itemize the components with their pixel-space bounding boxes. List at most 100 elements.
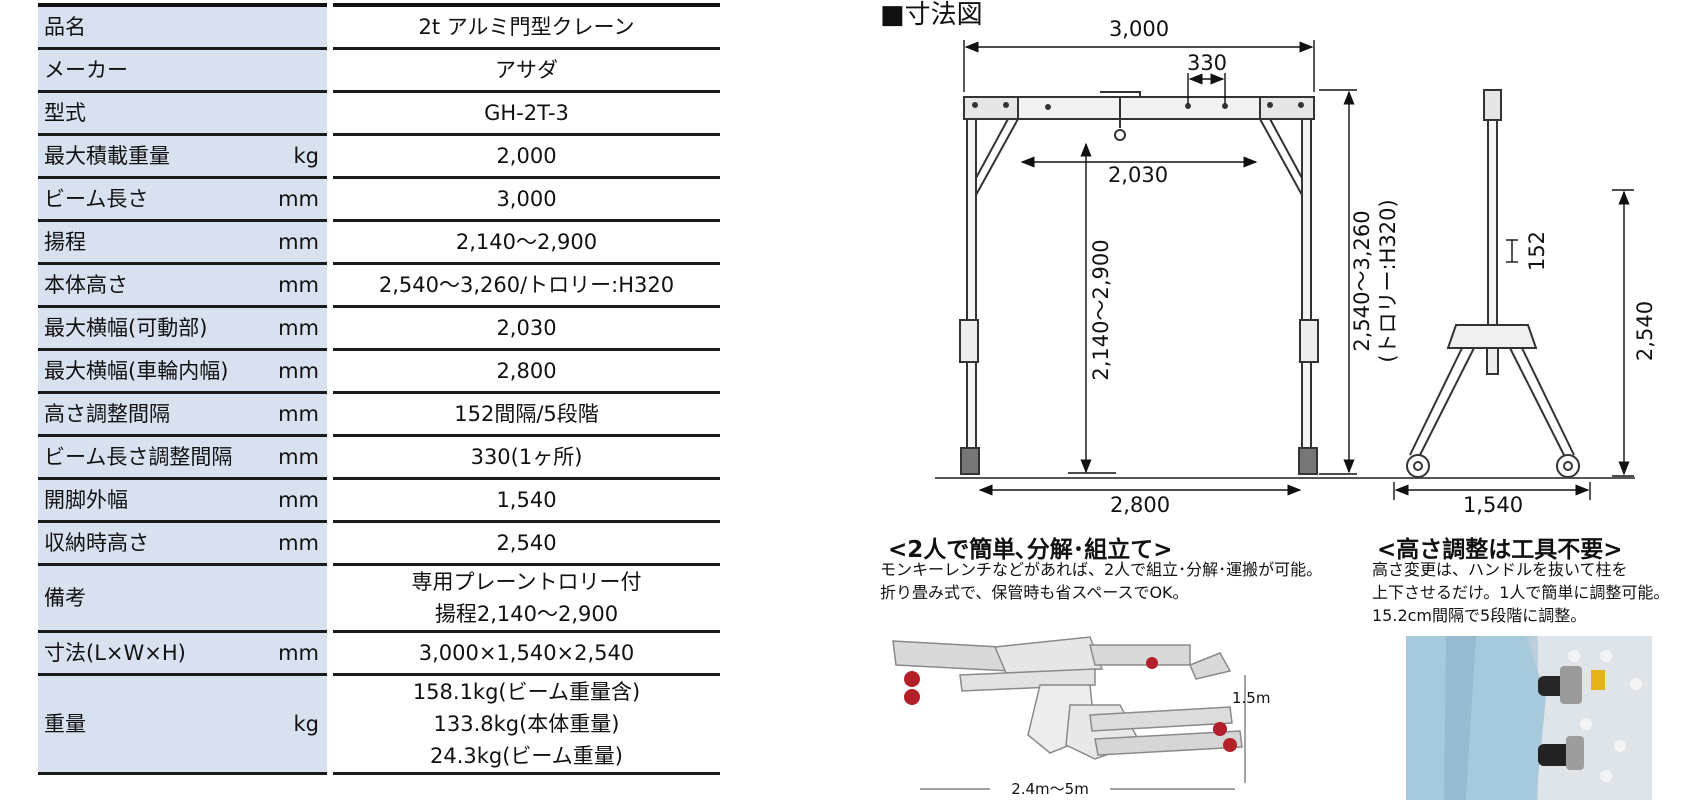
- spec-value: 2,000: [330, 133, 720, 178]
- height-adjust-photo: [1406, 636, 1652, 800]
- spec-value-line: 2,540～3,260/トロリー:H320: [378, 273, 675, 297]
- spec-value-line: 158.1kg(ビーム重量含): [412, 680, 641, 704]
- spec-value-line: 1,540: [496, 488, 557, 512]
- spec-value-line: 133.8kg(本体重量): [433, 712, 620, 736]
- left-leg: [966, 118, 977, 465]
- fold-length-label: 2.4m～5m: [1011, 780, 1089, 797]
- spec-label: ビーム長さ: [38, 176, 268, 221]
- spec-value: GH-2T-3: [330, 90, 720, 135]
- spec-value-line: 330(1ヶ所): [470, 445, 583, 469]
- spec-value: 330(1ヶ所): [330, 434, 720, 479]
- spec-unit: [268, 3, 333, 49]
- dim-lift-range: 2,140～2,900: [1089, 239, 1113, 380]
- spec-label: 品名: [38, 3, 268, 49]
- spec-value: 2,030: [330, 305, 720, 350]
- spec-value: 2t アルミ門型クレーン: [330, 3, 720, 49]
- spec-unit: kg: [268, 673, 333, 775]
- spec-label: メーカー: [38, 47, 268, 92]
- dim-leg-width: 1,540: [1463, 493, 1523, 517]
- spec-value-line: GH-2T-3: [484, 101, 569, 125]
- spec-row: 型式 GH-2T-3: [38, 90, 720, 135]
- spec-row: 最大横幅(可動部)mm 2,030: [38, 305, 720, 350]
- dim-height-step: 152: [1525, 231, 1549, 271]
- spec-unit: [268, 563, 333, 632]
- spec-unit: mm: [268, 630, 333, 675]
- spec-value-line: 専用プレーントロリー付: [411, 570, 642, 594]
- spec-value-line: 2,800: [496, 359, 557, 383]
- spec-value: 2,140～2,900: [330, 219, 720, 264]
- spec-unit: mm: [268, 219, 333, 264]
- spec-unit: mm: [268, 477, 333, 522]
- dim-wheel-width: 2,800: [1110, 493, 1170, 517]
- spec-label: 備考: [38, 563, 268, 632]
- dim-stored-height: 2,540: [1633, 301, 1657, 361]
- spec-label: 最大横幅(車輪内幅): [38, 348, 268, 393]
- dim-beam-length: 3,000: [1109, 17, 1169, 41]
- spec-row: 備考専用プレーントロリー付揚程2,140～2,900: [38, 563, 720, 632]
- spec-value: 2,540: [330, 520, 720, 565]
- spec-unit: mm: [268, 305, 333, 350]
- spec-unit: mm: [268, 262, 333, 307]
- spec-row: 最大横幅(車輪内幅)mm 2,800: [38, 348, 720, 393]
- dim-beam-adjust: 330: [1187, 51, 1227, 75]
- spec-value: 3,000×1,540×2,540: [330, 630, 720, 675]
- spec-label: 高さ調整間隔: [38, 391, 268, 436]
- folded-crane-photo: 1.5m 2.4m～5m: [892, 636, 1270, 797]
- height-caption-title: <高さ調整は工具不要>: [1377, 537, 1623, 563]
- height-caption-text: 高さ変更は、ハンドルを抜いて柱を 上下させるだけ。1人で簡単に調整可能。 15.…: [1372, 560, 1670, 625]
- spec-value-line: 2t アルミ門型クレーン: [418, 15, 635, 39]
- spec-label: 収納時高さ: [38, 520, 268, 565]
- spec-label: 揚程: [38, 219, 268, 264]
- spec-value: 158.1kg(ビーム重量含) 133.8kg(本体重量) 24.3kg(ビーム重量…: [330, 673, 720, 775]
- spec-label: 型式: [38, 90, 268, 135]
- spec-unit: mm: [268, 391, 333, 436]
- spec-value: 152間隔/5段階: [330, 391, 720, 436]
- spec-row: メーカー アサダ: [38, 47, 720, 92]
- spec-label: 重量: [38, 673, 268, 775]
- spec-unit: [268, 90, 333, 135]
- spec-label: 寸法(L×W×H): [38, 630, 268, 675]
- spec-value-line: アサダ: [495, 58, 558, 82]
- spec-label: 開脚外幅: [38, 477, 268, 522]
- spec-value: アサダ: [330, 47, 720, 92]
- assembly-caption-title: <2人で簡単､分解･組立て>: [888, 537, 1173, 563]
- spec-value-line: 2,030: [496, 316, 557, 340]
- assembly-caption-text: モンキーレンチなどがあれば、2人で組立･分解･運搬が可能。 折り畳み式で、保管時…: [880, 560, 1323, 602]
- spec-value: 3,000: [330, 176, 720, 221]
- fold-height-label: 1.5m: [1232, 689, 1270, 707]
- spec-label: 本体高さ: [38, 262, 268, 307]
- spec-value-line: 3,000×1,540×2,540: [418, 641, 635, 665]
- spec-row: 寸法(L×W×H)mm 3,000×1,540×2,540: [38, 630, 720, 675]
- spec-value-line: 2,540: [496, 531, 557, 555]
- dim-movable-width: 2,030: [1108, 163, 1168, 187]
- spec-unit: [268, 47, 333, 92]
- spec-unit: mm: [268, 176, 333, 221]
- spec-label: 最大横幅(可動部): [38, 305, 268, 350]
- spec-value-line: 2,140～2,900: [455, 230, 598, 254]
- right-leg: [1301, 118, 1312, 465]
- spec-value-line: 24.3kg(ビーム重量): [429, 744, 623, 768]
- front-view: [959, 91, 1319, 475]
- spec-value-line: 2,000: [496, 144, 557, 168]
- drawing-heading: ■寸法図: [880, 0, 983, 30]
- spec-value: 2,540～3,260/トロリー:H320: [330, 262, 720, 307]
- spec-unit: mm: [268, 434, 333, 479]
- spec-value: 2,800: [330, 348, 720, 393]
- dim-body-height: 2,540～3,260: [1350, 210, 1374, 351]
- spec-row: 品名 2t アルミ門型クレーン: [38, 3, 720, 49]
- spec-value-line: 152間隔/5段階: [454, 402, 599, 426]
- spec-unit: mm: [268, 348, 333, 393]
- spec-value-line: 3,000: [496, 187, 557, 211]
- spec-unit: kg: [268, 133, 333, 178]
